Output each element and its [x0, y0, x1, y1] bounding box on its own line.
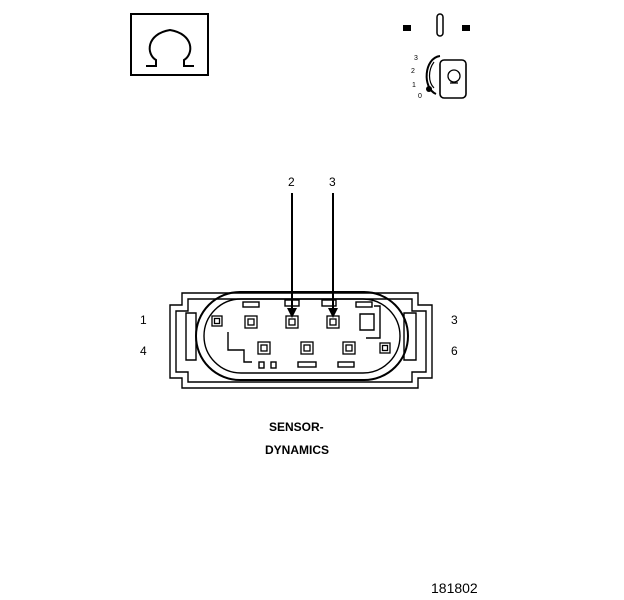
probe-label-3: 3: [329, 175, 336, 189]
ohm-meter-icon: [130, 13, 209, 76]
pin-label-1: 1: [140, 313, 147, 327]
caption-line-1: SENSOR-: [269, 420, 324, 434]
connector-housing: [169, 291, 433, 389]
ignition-center-mark: [436, 13, 444, 37]
cavity-top-a: [244, 315, 258, 329]
ignition-right-mark: [462, 25, 470, 31]
ignition-position-0: 0: [418, 93, 422, 100]
ignition-key-icon: [403, 13, 470, 99]
ignition-left-mark: [403, 25, 411, 31]
ignition-position-1: 1: [412, 82, 416, 89]
cavity-pin-5: [300, 341, 314, 355]
ignition-position-3: 3: [414, 55, 418, 62]
cavity-pin-1: [211, 315, 223, 327]
cavity-pin-2: [285, 315, 299, 329]
caption-line-2: DYNAMICS: [265, 443, 330, 457]
figure-number: 181802: [431, 580, 478, 596]
cavity-pin-6: [342, 341, 356, 355]
pin-label-3: 3: [451, 313, 458, 327]
terminal-cavities: [211, 315, 391, 355]
ignition-position-2: 2: [411, 68, 415, 75]
cavity-pin-4: [257, 341, 271, 355]
pin-label-6: 6: [451, 344, 458, 358]
cavity-pin-3: [326, 315, 340, 329]
cavity-pin-right: [379, 342, 391, 354]
probe-label-2: 2: [288, 175, 295, 189]
pin-label-4: 4: [140, 344, 147, 358]
